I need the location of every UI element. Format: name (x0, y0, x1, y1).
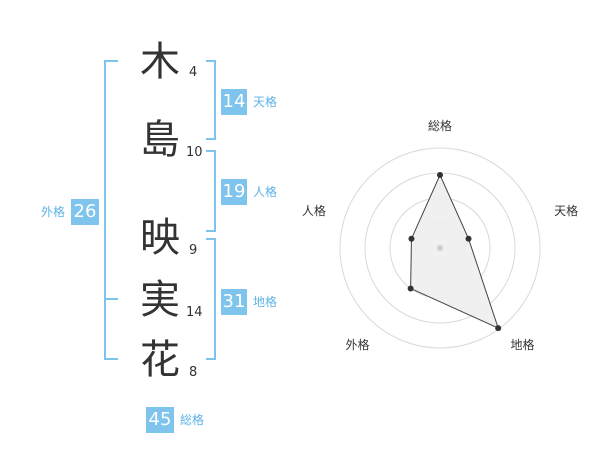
soukaku-label: 総格 (180, 413, 205, 427)
chikaku-bracket (206, 238, 216, 360)
chikaku-label: 地格 (253, 295, 278, 309)
radar-series-area (410, 173, 500, 330)
stroke-count-2: 10 (186, 145, 203, 160)
radar-point-2 (495, 325, 502, 332)
radar-point-1 (465, 235, 472, 242)
radar-axis-label-4: 人格 (302, 203, 326, 218)
name-char-2: 島 (140, 117, 180, 163)
stroke-count-5: 8 (189, 365, 198, 380)
tenkaku-label: 天格 (253, 95, 278, 109)
tenkaku-value-badge: 14 (221, 89, 247, 115)
tenkaku-bracket (206, 60, 216, 140)
stroke-count-4: 14 (186, 305, 203, 320)
soukaku-value-badge: 45 (146, 407, 174, 433)
gaikaku-label: 外格 (41, 205, 66, 219)
stroke-count-3: 9 (189, 243, 198, 258)
radar-point-3 (407, 285, 414, 292)
chikaku-value-badge: 31 (221, 289, 247, 315)
name-char-5: 花 (140, 337, 180, 383)
radar-axis-label-1: 天格 (554, 203, 578, 218)
gaikaku-value-badge: 26 (71, 199, 99, 225)
jinkaku-value-badge: 19 (221, 179, 247, 205)
stroke-count-1: 4 (189, 65, 198, 80)
jinkaku-bracket (206, 150, 216, 232)
gaikaku-bracket-divider (104, 298, 118, 300)
name-char-3: 映 (140, 215, 180, 261)
radar-center (437, 245, 443, 251)
radar-point-0 (437, 172, 443, 178)
gaikaku-bracket (104, 60, 118, 360)
name-char-1: 木 (140, 39, 180, 85)
radar-axis-label-3: 外格 (345, 337, 369, 352)
radar-point-4 (408, 235, 415, 242)
radar-axis-label-0: 総格 (428, 118, 452, 133)
name-char-4: 実 (140, 277, 180, 323)
jinkaku-label: 人格 (253, 185, 278, 199)
radar-ring (339, 147, 541, 349)
radar-axis-label-2: 地格 (511, 337, 535, 352)
